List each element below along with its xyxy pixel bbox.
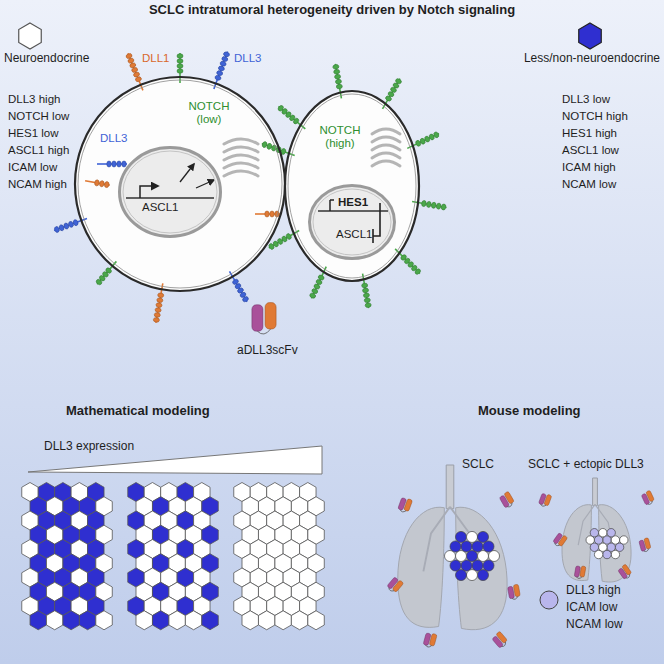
scfv-molecule — [386, 576, 404, 594]
cell-icon — [19, 23, 42, 49]
nucleus-fill — [309, 185, 395, 259]
scfv-molecule — [491, 631, 509, 649]
legend-text: ICAM low — [566, 601, 617, 615]
text-label: DLL3 low — [562, 93, 610, 106]
membrane-receptor — [177, 53, 183, 83]
text-label: DLL3 — [234, 52, 262, 65]
scfv-molecule — [552, 532, 567, 548]
title: SCLC intratumoral heterogeneity driven b… — [0, 3, 664, 18]
nucleus-fill — [119, 147, 221, 237]
text-label: Neuroendocrine — [4, 52, 89, 66]
node-label: NOTCH (low) — [186, 100, 232, 126]
membrane-receptor — [95, 261, 116, 285]
neuroendocrine-cell: DLL3 NOTCH (low) ASCL1 — [74, 76, 286, 292]
tumor-cluster — [586, 529, 628, 559]
hex-lattice — [22, 483, 112, 630]
legend-text: DLL3 high — [566, 584, 621, 598]
text-label: SCLC — [462, 458, 494, 472]
mouse-lung — [562, 478, 631, 582]
node-outline — [74, 76, 286, 292]
scfv-molecule — [252, 303, 276, 334]
legend-text: NCAM low — [566, 618, 623, 632]
nucleus: HES1ASCL1 — [308, 184, 396, 260]
legend-swatch — [538, 589, 560, 611]
text-label: SCLC + ectopic DLL3 — [528, 458, 644, 472]
non-neuroendocrine-cell: NOTCH (high) HES1ASCL1 — [284, 90, 420, 282]
node-label: DLL3 — [100, 132, 128, 145]
tumor-cluster — [445, 531, 500, 580]
membrane-receptor — [97, 161, 127, 167]
scfv-molecule — [641, 490, 655, 506]
cell-fill — [285, 91, 419, 281]
mouse-lung — [398, 465, 507, 630]
cell-icon — [579, 23, 602, 49]
node-label: ASCL1 — [142, 201, 178, 214]
node-label: NOTCH (high) — [316, 124, 364, 150]
node-label: HES1 — [338, 196, 368, 209]
hex-lattice — [128, 483, 218, 630]
scfv-molecule — [397, 497, 412, 514]
hex-lattice — [234, 483, 324, 630]
text-label: ASCL1 low — [562, 144, 619, 157]
scfv-molecule — [617, 564, 632, 580]
endoplasmic-reticulum — [224, 139, 258, 176]
text-label: Mathematical modeling — [66, 404, 210, 419]
scfv-molecule — [574, 565, 586, 579]
scfv-molecule — [423, 632, 437, 649]
text-label: NOTCH low — [8, 110, 69, 123]
text-label: DLL3 expression — [44, 440, 134, 454]
scfv-molecule — [538, 492, 552, 507]
text-label: ICAM low — [8, 161, 57, 174]
gene-locus — [126, 164, 214, 198]
text-label: NCAM low — [562, 178, 616, 191]
scfv-molecule — [507, 584, 520, 600]
text-label: NOTCH high — [562, 110, 628, 123]
membrane-receptor — [85, 180, 110, 188]
text-label: DLL3 high — [8, 93, 60, 106]
text-label: HES1 low — [8, 127, 59, 140]
node-label: ASCL1 — [336, 228, 372, 241]
nucleus: ASCL1 — [118, 146, 222, 238]
text-label: Less/non-neuroendocrine — [524, 52, 660, 66]
text-label: ASCL1 high — [8, 144, 69, 157]
endoplasmic-reticulum — [372, 129, 400, 166]
text-label: Mouse modeling — [478, 404, 581, 419]
text-label: NCAM high — [8, 178, 67, 191]
scfv-molecule — [499, 491, 516, 509]
scfv-molecule — [639, 538, 652, 553]
text-label: aDLL3scFv — [237, 344, 298, 358]
text-label: HES1 high — [562, 127, 617, 140]
text-label: ICAM high — [562, 161, 616, 174]
node-outline — [118, 146, 222, 238]
cell-fill — [75, 77, 285, 291]
text-label: DLL1 — [142, 52, 170, 65]
membrane-receptor — [255, 211, 280, 217]
node-outline — [308, 184, 396, 260]
